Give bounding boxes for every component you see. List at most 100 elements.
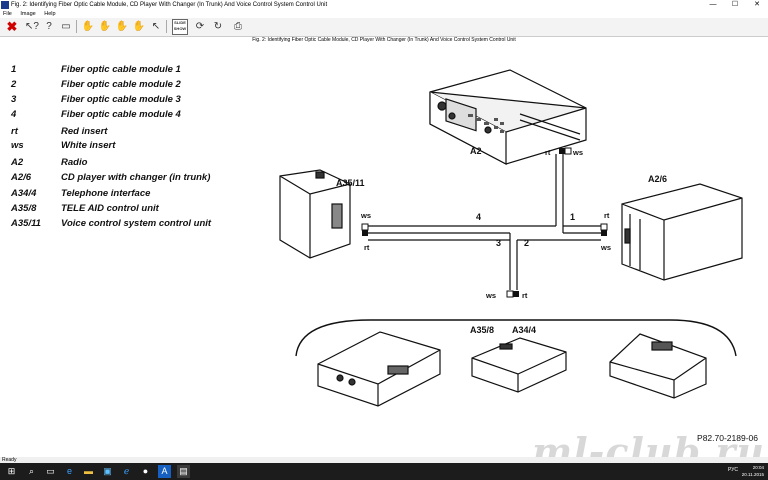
legend-value: Red insert <box>61 126 108 137</box>
legend-key: A2/6 <box>11 172 32 183</box>
close-button[interactable]: ✕ <box>754 1 760 8</box>
voice-module-unit <box>609 333 707 399</box>
slide-show-icon[interactable]: SLIDE SHOW <box>172 19 188 35</box>
legend-key: A34/4 <box>11 188 37 199</box>
language-indicator[interactable]: РУС <box>727 467 738 473</box>
figure-number: P82.70-2189-06 <box>697 433 758 443</box>
group-bracket <box>295 319 737 357</box>
hand-print-icon[interactable]: ✋ <box>115 21 129 32</box>
app-icon[interactable]: A <box>158 465 171 478</box>
app-icon[interactable]: ● <box>142 466 149 476</box>
hand-icon[interactable]: ✋ <box>132 21 146 32</box>
tele-aid-unit <box>317 331 441 407</box>
telephone-interface-unit <box>471 337 567 393</box>
store-icon[interactable]: ▣ <box>103 466 112 476</box>
connector-a2-rt <box>559 148 565 154</box>
legend-key: ws <box>11 140 24 151</box>
status-bar: Ready <box>0 457 768 463</box>
legend-value: Telephone interface <box>61 188 151 199</box>
radio-unit <box>429 69 587 165</box>
help-pointer-icon[interactable]: ↖? <box>25 21 39 32</box>
cd-changer-unit <box>621 183 743 281</box>
edge-icon[interactable]: e <box>66 466 72 476</box>
toolbar-separator <box>76 20 77 33</box>
label-a358: A35/8 <box>470 325 494 335</box>
voice-control-unit <box>279 169 351 259</box>
legend-value: Fiber optic cable module 3 <box>61 94 181 105</box>
hand-icon[interactable]: ✋ <box>81 21 95 32</box>
connector-a26-ws <box>601 230 607 236</box>
ie-icon[interactable]: ℯ <box>123 466 130 476</box>
cable-label-1: 1 <box>570 212 575 222</box>
legend-key: A35/8 <box>11 203 37 214</box>
clock-date: 20.11.2015 <box>741 472 764 477</box>
legend-key: 3 <box>11 94 17 105</box>
app-icon <box>1 1 9 9</box>
label-a3511: A35/11 <box>336 178 365 188</box>
label-a26-ws: ws <box>600 243 611 252</box>
windows-start-icon[interactable]: ⊞ <box>7 466 16 476</box>
rotate-icon[interactable]: ⟳ <box>195 21 205 32</box>
legend-value: Voice control system control unit <box>61 218 212 229</box>
minimize-button[interactable]: — <box>709 1 717 8</box>
label-a3511-ws: ws <box>360 211 371 220</box>
legend-value: Radio <box>61 157 88 168</box>
legend-key: 4 <box>11 109 17 120</box>
legend-value: White insert <box>61 140 116 151</box>
title-bar: Fig. 2: Identifying Fiber Optic Cable Mo… <box>0 0 768 10</box>
label-bottom-ws: ws <box>485 291 496 300</box>
menu-help[interactable]: Help <box>44 11 56 17</box>
connector-a3511-ws <box>361 223 369 231</box>
window-controls: — ☐ ✕ <box>702 0 768 10</box>
menu-file[interactable]: File <box>3 11 12 17</box>
legend-value: TELE AID control unit <box>61 203 159 214</box>
menu-image[interactable]: Image <box>20 11 36 17</box>
wiring-diagram: A2 rt ws A2/6 rt ws A35/11 <box>279 69 743 407</box>
window-title: Fig. 2: Identifying Fiber Optic Cable Mo… <box>11 2 328 8</box>
connector-bottom-ws <box>506 290 514 298</box>
maximize-button[interactable]: ☐ <box>731 1 739 8</box>
label-a26: A2/6 <box>648 174 667 184</box>
label-a2: A2 <box>470 146 482 156</box>
connector-a26-rt <box>600 223 608 231</box>
label-a2-rt: rt <box>545 148 551 157</box>
legend-value: Fiber optic cable module 2 <box>61 79 181 90</box>
connector-a2-ws <box>564 147 572 155</box>
label-a344: A34/4 <box>512 325 536 335</box>
close-icon[interactable]: ✖ <box>6 19 18 34</box>
task-view-icon[interactable]: ▭ <box>46 466 55 476</box>
connector-a3511-rt <box>362 230 368 236</box>
search-icon[interactable]: ⌕ <box>28 466 35 476</box>
connector-bottom-rt <box>513 291 519 297</box>
label-bottom-rt: rt <box>522 291 528 300</box>
legend-value: CD player with changer (in trunk) <box>61 172 211 183</box>
cable-label-3: 3 <box>496 238 501 248</box>
legend-key: 1 <box>11 64 17 75</box>
label-a3511-rt: rt <box>364 243 370 252</box>
print-icon[interactable]: ⎙ <box>234 21 242 32</box>
print-preview-icon[interactable]: ▭ <box>61 21 71 32</box>
help-icon[interactable]: ? <box>46 21 52 32</box>
legend-key: rt <box>11 126 18 137</box>
fiber-optic-cables <box>368 154 601 290</box>
legend-key: 2 <box>11 79 17 90</box>
refresh-icon[interactable]: ↻ <box>213 21 223 32</box>
hand-icon[interactable]: ✋ <box>98 21 112 32</box>
label-a26-rt: rt <box>604 211 610 220</box>
clock[interactable]: 20:04 20.11.2015 <box>742 464 764 478</box>
app-icon[interactable]: ▤ <box>177 465 190 478</box>
toolbar-separator <box>166 20 167 33</box>
label-a2-ws: ws <box>572 148 583 157</box>
cable-label-4: 4 <box>476 212 481 222</box>
toolbar: ✖ ↖? ? ▭ ✋ ✋ ✋ ✋ ↖ SLIDE SHOW ⟳ ↻ ⎙ <box>0 18 768 37</box>
cable-label-2: 2 <box>524 238 529 248</box>
legend-value: Fiber optic cable module 4 <box>61 109 181 120</box>
status-text: Ready <box>2 457 17 463</box>
legend-value: Fiber optic cable module 1 <box>61 64 181 75</box>
legend-key: A2 <box>11 157 24 168</box>
clock-time: 20:04 <box>752 465 764 470</box>
menu-bar: File Image Help <box>0 10 768 18</box>
pointer-help-icon[interactable]: ↖ <box>151 21 161 32</box>
file-explorer-icon[interactable]: ▬ <box>84 466 93 476</box>
